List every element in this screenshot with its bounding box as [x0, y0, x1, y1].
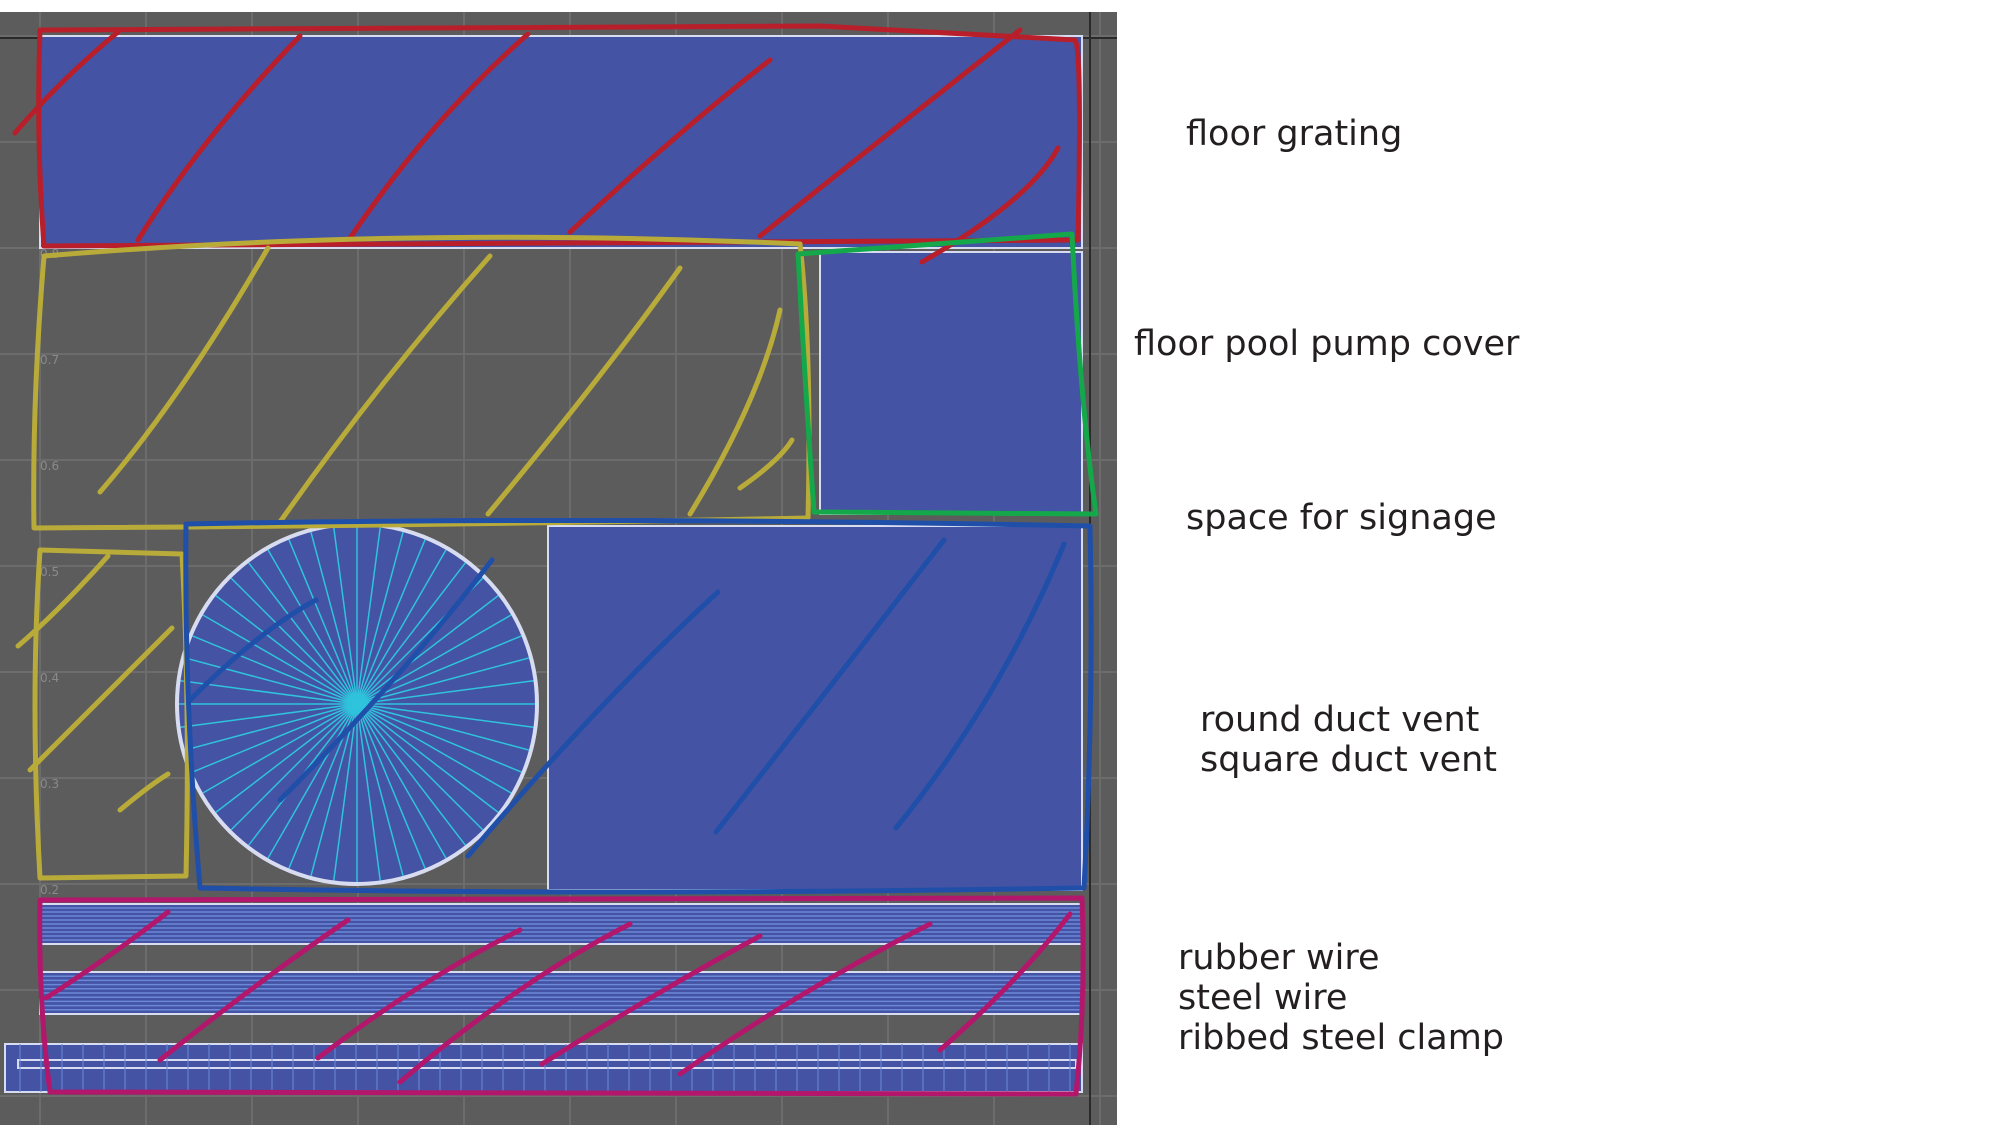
- axis-tick-label: 0.5: [40, 565, 59, 579]
- red-marker-floor-grating: [12, 23, 1082, 265]
- label-ribbed-steel-clamp: ribbed steel clamp: [1178, 1018, 1505, 1058]
- axis-tick-label: 0.6: [40, 459, 59, 473]
- label-square-duct-vent: square duct vent: [1200, 740, 1498, 780]
- round-vent-radial-lines: [179, 526, 535, 882]
- green-marker-signage: [795, 231, 1099, 517]
- axis-tick-label: 0.4: [40, 671, 59, 685]
- axis-tick-label: 0.3: [40, 777, 59, 791]
- yellow-marker-pool-pump-cover: [15, 234, 812, 881]
- label-space-for-signage: space for signage: [1186, 498, 1497, 538]
- round-duct-vent-uv-island: [175, 522, 539, 886]
- signage-uv-island: [819, 251, 1083, 515]
- axis-tick-label: 0.2: [40, 883, 59, 897]
- label-rubber-wire: rubber wire: [1178, 938, 1380, 978]
- label-round-duct-vent: round duct vent: [1200, 700, 1480, 740]
- floor-grating-uv-island: [39, 35, 1083, 249]
- magenta-marker-wires-clamp: [37, 895, 1086, 1097]
- label-floor-pool-pump-cover: floor pool pump cover: [1134, 324, 1520, 364]
- blue-marker-duct-vents: [183, 517, 1094, 895]
- axis-tick-label: 0.7: [40, 353, 59, 367]
- label-steel-wire: steel wire: [1178, 978, 1348, 1018]
- ribbed-steel-clamp-uv-island: [4, 1043, 1083, 1093]
- label-floor-grating: floor grating: [1186, 114, 1403, 154]
- steel-wire-uv-island: [39, 971, 1083, 1015]
